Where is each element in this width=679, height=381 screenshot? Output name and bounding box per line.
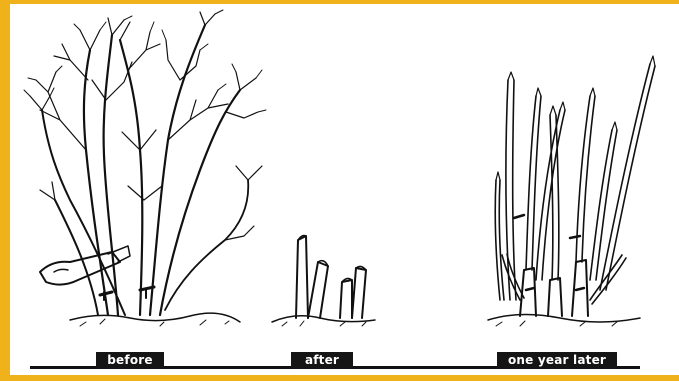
label-after: after bbox=[291, 352, 353, 369]
before-shrub-icon bbox=[24, 10, 266, 326]
label-one-year-later: one year later bbox=[497, 352, 617, 369]
after-stumps-icon bbox=[272, 236, 375, 327]
later-shoots-icon bbox=[488, 56, 655, 326]
label-before: before bbox=[96, 352, 164, 369]
